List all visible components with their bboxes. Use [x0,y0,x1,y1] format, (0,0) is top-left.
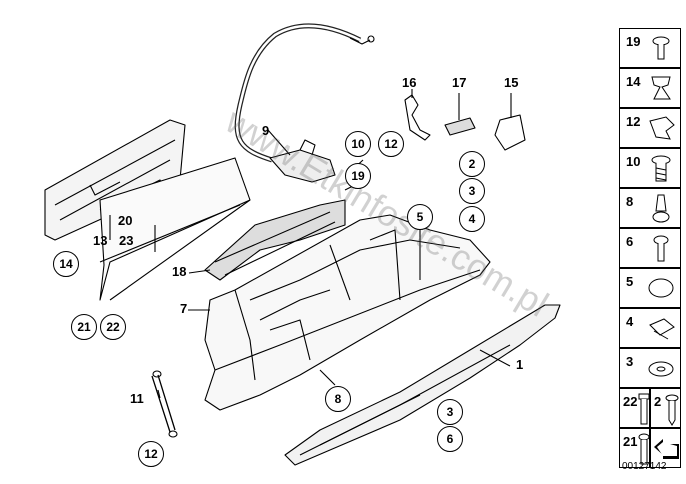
spring-clip-icon [649,116,675,140]
screw-icon [652,36,670,60]
callout-6[interactable]: 6 [437,426,463,452]
part-15 [494,114,526,151]
callout-10[interactable]: 10 [345,131,371,157]
callout-3[interactable]: 3 [459,178,485,204]
callout-2[interactable]: 2 [459,151,485,177]
hex-bolt-icon [651,155,671,182]
callout-14[interactable]: 14 [53,251,79,277]
callout-15[interactable]: 15 [504,75,519,90]
rubber-buffer-icon [652,194,670,223]
legend-row-19[interactable]: 19 [619,28,681,68]
callout-8[interactable]: 8 [325,386,351,412]
callout-17[interactable]: 17 [452,75,467,90]
callout-23[interactable]: 23 [119,233,134,248]
callout-7[interactable]: 7 [180,301,188,316]
plug-cap-icon [648,278,674,298]
legend-row-3[interactable]: 3 [619,348,681,388]
part-17 [444,117,476,136]
legend-row-6[interactable]: 6 [619,228,681,268]
callout-4[interactable]: 4 [459,206,485,232]
legend-row-5[interactable]: 5 [619,268,681,308]
washer-icon [648,361,674,377]
callout-3-lower[interactable]: 3 [437,399,463,425]
glovebox-lid [284,304,561,466]
legend-row-10[interactable]: 10 [619,148,681,188]
legend-row-2[interactable]: 2 [650,388,681,428]
round-screw-icon [653,235,669,262]
callout-20[interactable]: 20 [118,213,133,228]
legend-row-8[interactable]: 8 [619,188,681,228]
legend-row-arrow[interactable] [650,428,681,468]
legend-row-21[interactable]: 21 [619,428,650,468]
legend-row-12[interactable]: 12 [619,108,681,148]
long-screw-icon [638,433,650,465]
arrow-icon [654,439,679,459]
callout-19[interactable]: 19 [345,163,371,189]
legend-row-14[interactable]: 14 [619,68,681,108]
gas-strut [151,374,176,433]
glovebox-body [204,214,491,411]
callout-16[interactable]: 16 [402,75,417,90]
legend-row-22[interactable]: 22 [619,388,650,428]
callout-11[interactable]: 11 [130,391,144,406]
callout-12-lower[interactable]: 12 [138,441,164,467]
bracket-clip-icon [651,76,671,100]
diagram-id: 00127142 [622,461,667,472]
hinge [204,199,346,281]
legend-row-4[interactable]: 4 [619,308,681,348]
callout-12[interactable]: 12 [378,131,404,157]
callout-5[interactable]: 5 [407,204,433,230]
bolt-icon [638,393,650,425]
callout-13[interactable]: 13 [93,233,108,248]
callout-9[interactable]: 9 [262,123,270,138]
trim-strip [99,157,251,301]
callout-1[interactable]: 1 [516,357,524,372]
part-16 [404,94,431,141]
clip-nut-icon [649,318,675,340]
callout-21[interactable]: 21 [71,314,97,340]
self-tapping-screw-icon [665,394,679,426]
callout-22[interactable]: 22 [100,314,126,340]
exploded-view-drawing [44,23,561,466]
callout-18[interactable]: 18 [172,264,187,279]
